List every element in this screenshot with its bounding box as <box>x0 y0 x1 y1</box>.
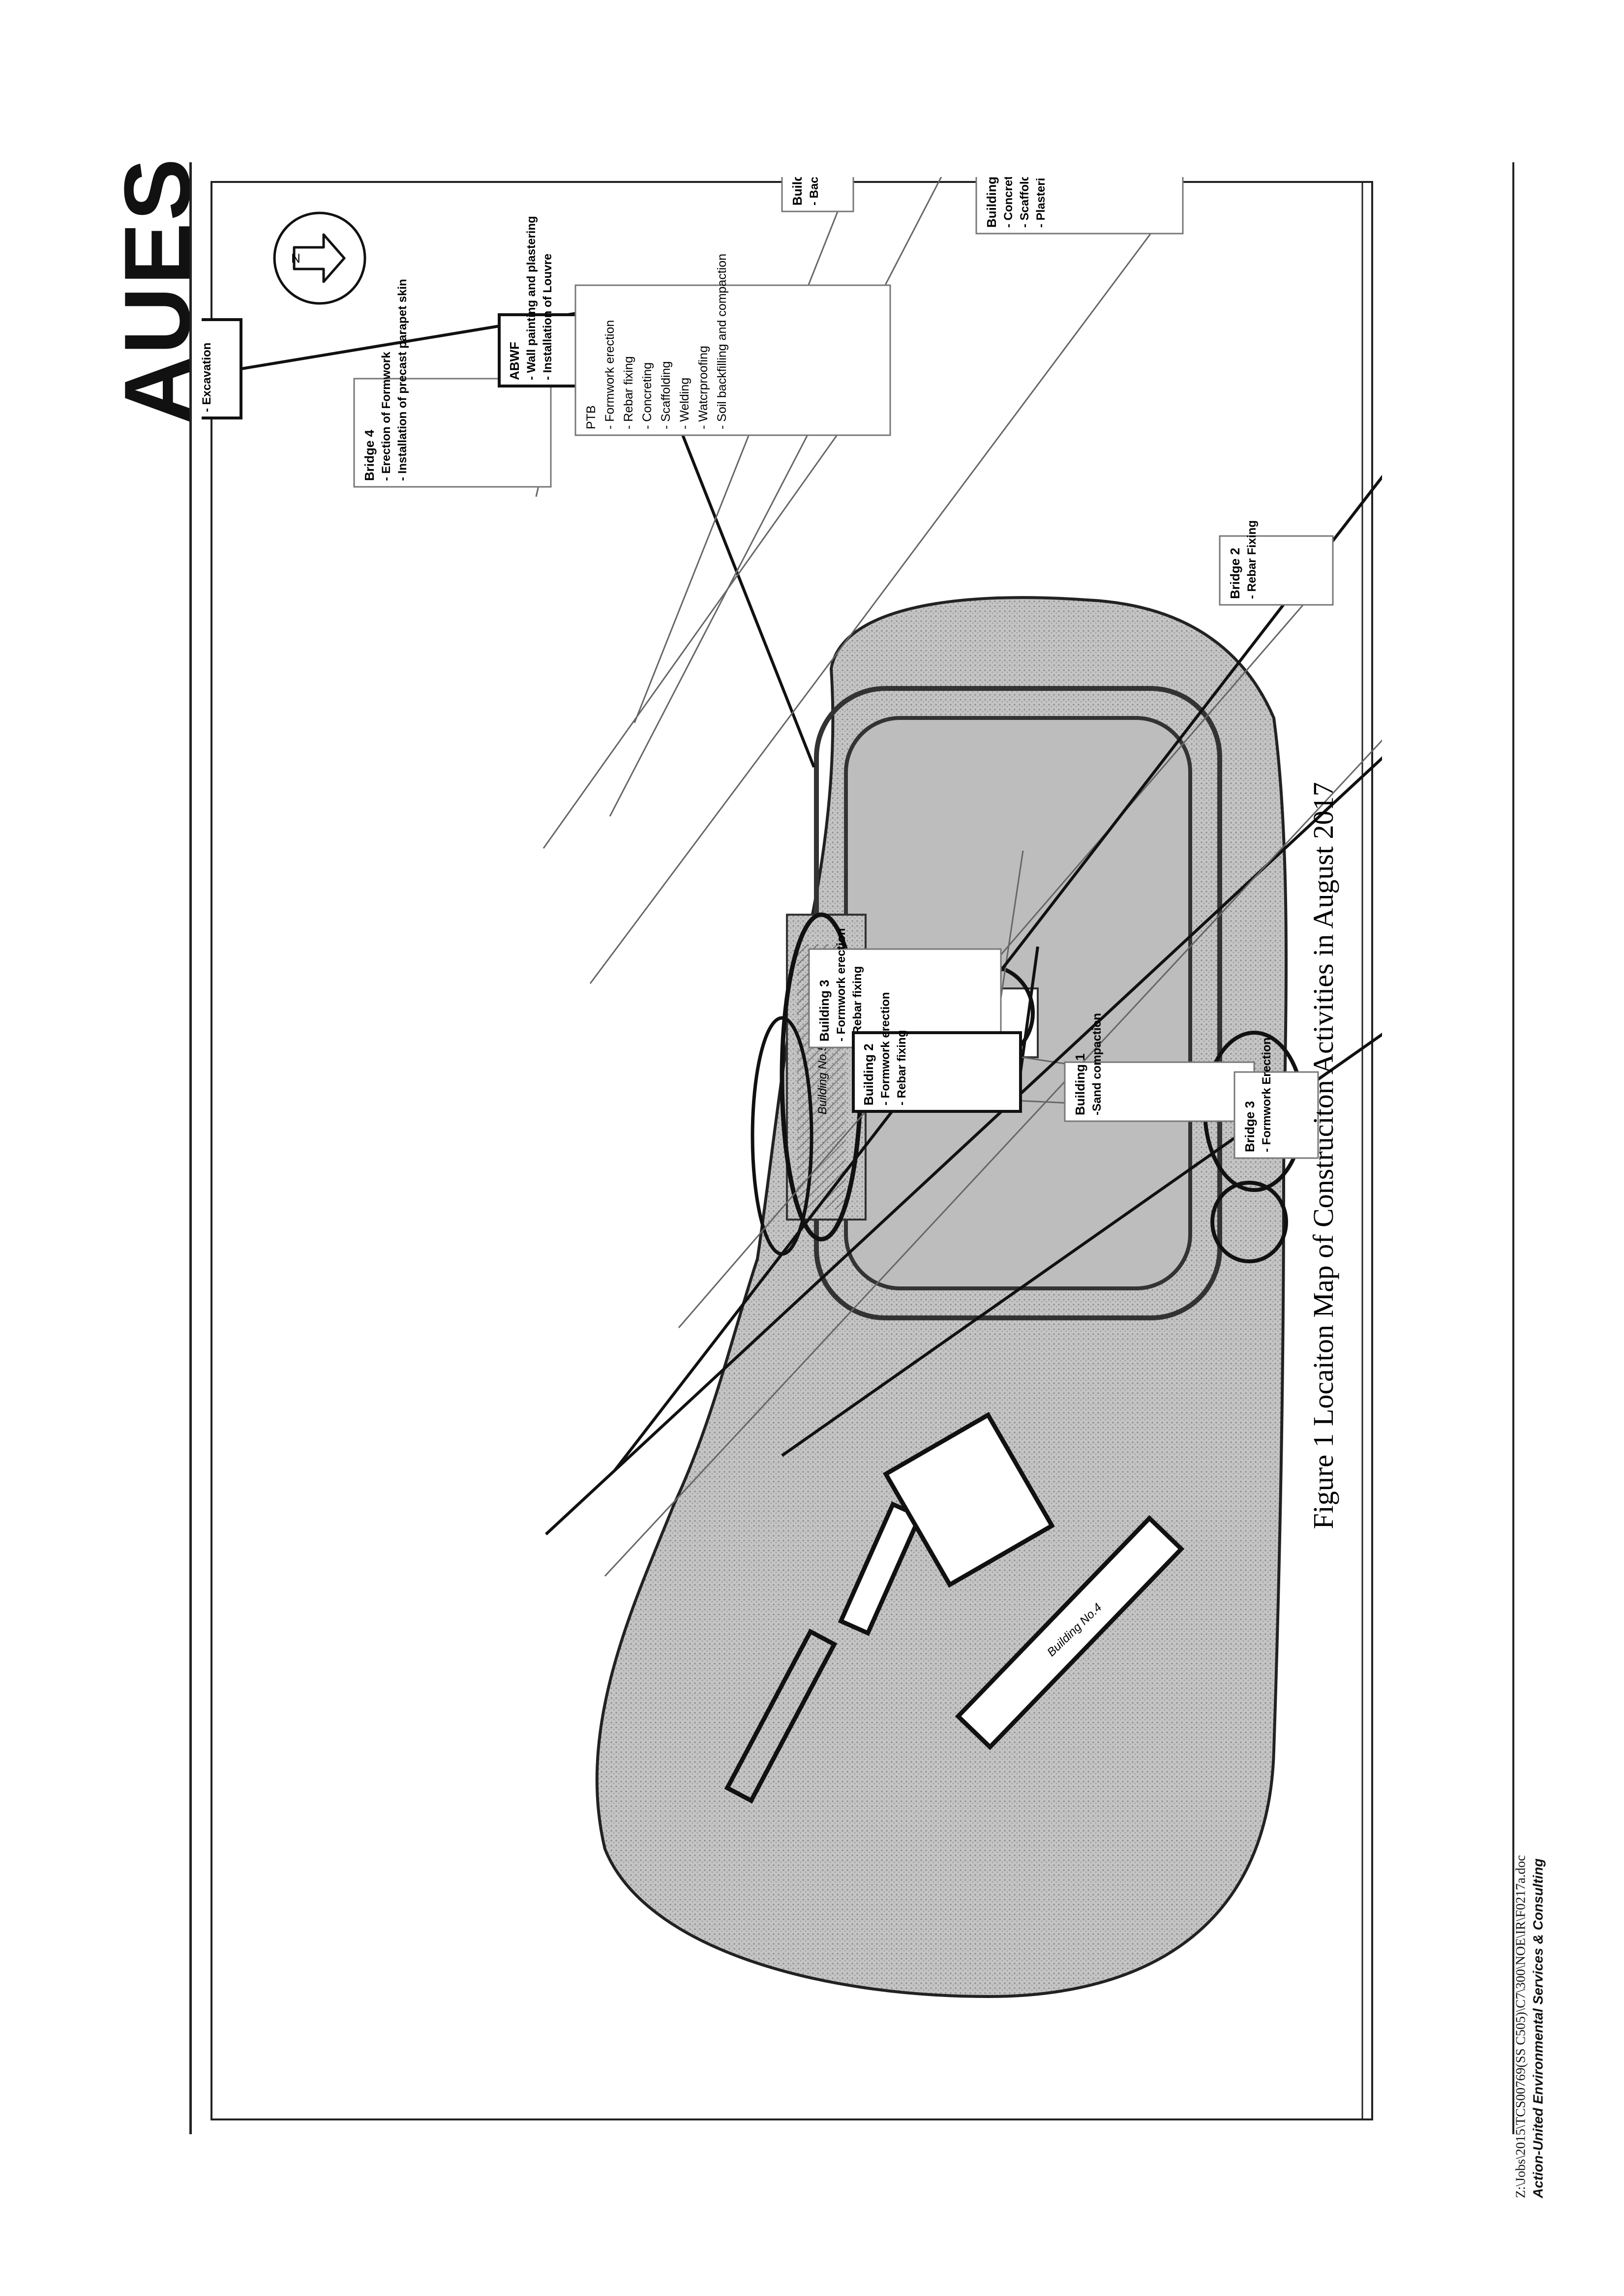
callout-box: Building 9- Backfilling <box>781 177 854 212</box>
figure-caption: Figure 1 Locaiton Map of Construciton Ac… <box>1307 782 1339 1529</box>
callout-item: - Erection of Formwork <box>380 352 393 481</box>
site-plan: Building No.5 Building No.4 <box>595 596 1305 1998</box>
leader-line <box>1019 946 1039 1073</box>
callout-title: PTB <box>584 405 598 429</box>
leader-line <box>604 739 1382 1577</box>
leader-line <box>1000 850 1024 999</box>
callout-box: PTB - Formwork erection - Rebar fixing - Co… <box>574 254 891 436</box>
callout-frame <box>353 378 552 488</box>
callout-box: DFM 205-208- Excavation <box>202 318 242 419</box>
company-name: Action-United Environmental Services & C… <box>1530 1858 1546 2198</box>
callout-item: - Scaffolding <box>659 361 673 429</box>
callout-box: Building No.5- Concrete breaking- Scaffo… <box>975 177 1184 235</box>
callout-title: ABWF <box>507 342 522 380</box>
callout-item: - Scaffolding <box>1018 177 1031 228</box>
building2-marker <box>1210 1181 1288 1263</box>
callout-item: - Installation of precast parapet skin <box>396 279 409 481</box>
callout-item: - Formwork erection <box>603 320 617 429</box>
callout-frame <box>1064 1061 1255 1122</box>
callout-item: - Rebar Fixing <box>1245 520 1259 599</box>
callout-title: Bridge 4 <box>362 429 377 481</box>
building5-map-label: Building No.5 <box>816 1044 829 1114</box>
callout-item: - Rebar fixing <box>851 966 864 1042</box>
building4-rect <box>955 1515 1185 1751</box>
callout-title: Building 3 <box>817 980 832 1042</box>
north-letter: N <box>291 251 301 266</box>
callout-box: Bridge 4- Erection of Formwork- Installa… <box>353 279 552 488</box>
callout-box: Building 3- Formwork erection- Rebar fix… <box>808 928 1002 1048</box>
callout-item: - Formwork erection <box>835 928 848 1042</box>
leader-line <box>609 177 942 817</box>
callout-frame <box>781 177 854 212</box>
callout-title: Building 1 <box>1073 1053 1087 1115</box>
callout-item: - Concrete breaking <box>1002 177 1015 228</box>
header-rule <box>189 162 192 2134</box>
bridge1-rect <box>724 1628 838 1804</box>
callout-box: Building 2- Formwork erection- Rebar fix… <box>852 992 1022 1113</box>
callout-item: - Excavation <box>202 343 213 412</box>
callout-frame <box>852 1031 1022 1113</box>
callout-item: - Backfilling <box>808 177 821 206</box>
callout-frame <box>975 177 1184 235</box>
callout-item: - Watcrproofing <box>696 346 710 429</box>
callout-box: Bridge 2- Rebar Fixing <box>1219 520 1334 606</box>
callout-frame <box>808 948 1002 1048</box>
leader-line <box>678 570 1334 1328</box>
footer-rule <box>1512 162 1514 2134</box>
leader-line <box>613 475 1382 1471</box>
leader-line <box>544 756 1382 1536</box>
callout-item: - Installation of Louvre <box>541 254 554 380</box>
callout-frame <box>1233 1071 1319 1159</box>
callout-frame <box>574 284 891 436</box>
leader-line <box>542 359 891 849</box>
file-path: Z:\Jobs\2015\TCS00769(SS C505)\C7\300\NO… <box>1513 1855 1528 2198</box>
callout-box: Building 1-Sand compaction <box>1064 1013 1255 1122</box>
callout-box: Bridge 3- Formwork Erection <box>1233 1038 1319 1159</box>
leader-line <box>633 177 852 723</box>
north-arrow: N <box>273 211 366 305</box>
callout-item: - Rebar fixing <box>622 356 635 429</box>
document-footer: Z:\Jobs\2015\TCS00769(SS C505)\C7\300\NO… <box>1495 1682 1564 2198</box>
callout-item: - Formwork erection <box>879 992 892 1105</box>
callout-frame <box>202 318 242 419</box>
callout-title: Building No.5 <box>984 177 999 228</box>
callout-item: - Rebar fixing <box>895 1030 908 1105</box>
callout-title: Building 9 <box>790 177 805 206</box>
callout-item: - Welding <box>678 378 692 429</box>
callout-item: - Formwork Erection <box>1260 1038 1273 1152</box>
callout-title: Bridge 3 <box>1242 1101 1257 1152</box>
location-map: N Building No.5 Building No.4 DFM 205-20… <box>202 177 1382 2120</box>
aues-logo: AUES <box>105 156 210 424</box>
callout-title: Bridge 2 <box>1228 548 1242 599</box>
callout-item: - Wall painting and plastering <box>525 216 538 380</box>
callout-item: - Concreting <box>640 362 654 429</box>
building10-rect <box>882 1412 1055 1588</box>
callout-item: -Sand compaction <box>1090 1013 1104 1115</box>
leader-line <box>589 190 1184 984</box>
callout-title: Building 2 <box>861 1044 876 1105</box>
callout-item: - Soil backfilling and compaction <box>715 254 729 429</box>
callout-frame <box>1219 535 1334 606</box>
callout-item: - Plastering <box>1034 177 1048 228</box>
